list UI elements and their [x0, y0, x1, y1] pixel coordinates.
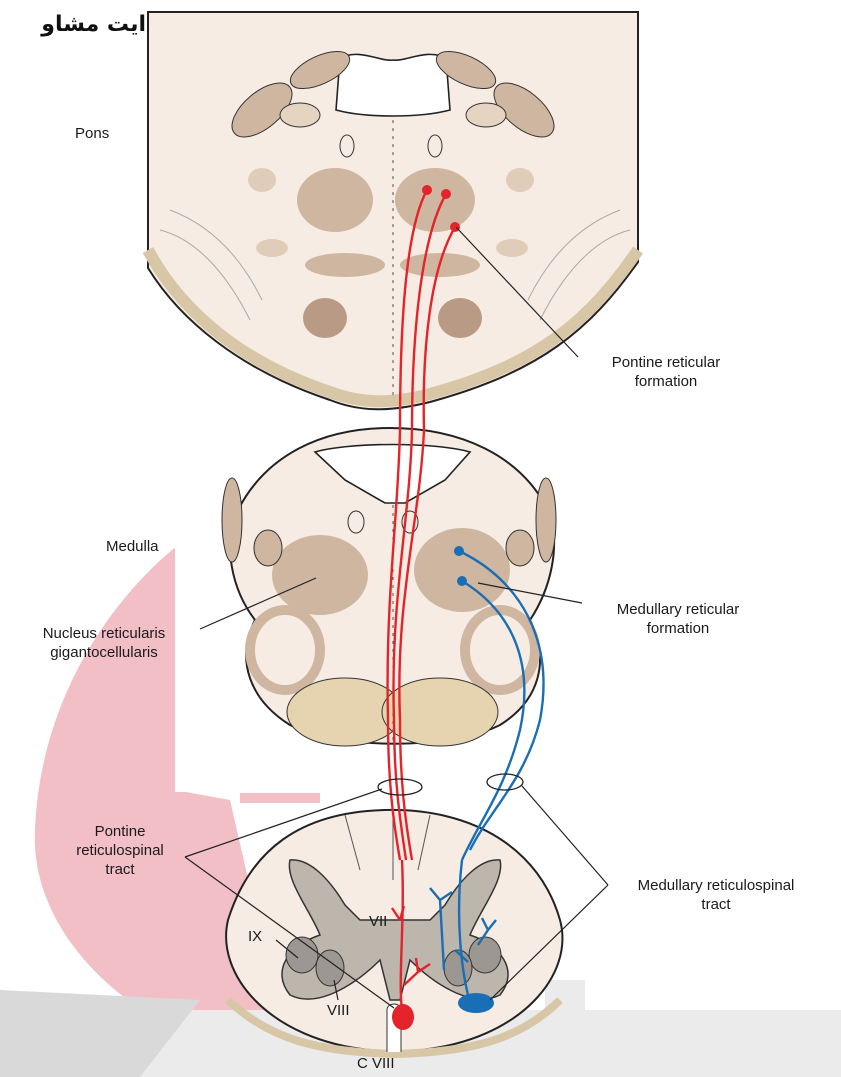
label-pons: Pons [75, 124, 109, 143]
label-pontine-reticulospinal-tract-line3: tract [58, 860, 182, 879]
medulla-nucleus-right [414, 528, 510, 612]
lamina-label-vii: VII [369, 913, 387, 930]
pons-section [148, 12, 638, 409]
label-pontine-reticulospinal-tract-line1: Pontine [58, 822, 182, 841]
label-nucleus-reticularis: Nucleus reticularis gigantocellularis [6, 624, 202, 662]
label-medulla: Medulla [106, 537, 159, 556]
medulla-colliculus-left [348, 511, 364, 533]
pontine-cell-2 [441, 189, 451, 199]
label-pontine-reticulospinal-tract: Pontine reticulospinal tract [58, 822, 182, 879]
label-medullary-reticulospinal-tract-line2: tract [600, 895, 832, 914]
background-pink-strip [240, 793, 320, 803]
label-pontine-reticular-formation-line1: Pontine reticular [578, 353, 754, 372]
medulla-lateral-right [536, 478, 556, 562]
label-pontine-reticular-formation-line2: formation [578, 372, 754, 391]
pons-band-left [305, 253, 385, 277]
label-medullary-reticular-formation: Medullary reticular formation [588, 600, 768, 638]
pons-colliculus-left [340, 135, 354, 157]
label-medullary-reticular-formation-line2: formation [588, 619, 768, 638]
pons-nucleus-left [297, 168, 373, 232]
medullary-cell-2 [457, 576, 467, 586]
medulla-small-left [254, 530, 282, 566]
lamina-ix-right [469, 937, 501, 973]
pons-ventricle [336, 54, 450, 116]
pons-peduncle-left-3 [280, 103, 320, 127]
pons-basis-right [438, 298, 482, 338]
label-medullary-reticular-formation-line1: Medullary reticular [588, 600, 768, 619]
watermark-text: ایت مشاو [0, 12, 146, 37]
medulla-section [175, 420, 610, 792]
medullary-terminal [458, 993, 494, 1013]
pons-peduncle-right-3 [466, 103, 506, 127]
lamina-label-ix: IX [248, 928, 262, 945]
lamina-label-viii: VIII [327, 1002, 350, 1019]
label-pontine-reticulospinal-tract-line2: reticulospinal [58, 841, 182, 860]
label-medullary-reticulospinal-tract: Medullary reticulospinal tract [600, 876, 832, 914]
lamina-ix-left [286, 937, 318, 973]
label-level-c-viii: C VIII [357, 1054, 395, 1073]
label-medullary-reticulospinal-tract-line1: Medullary reticulospinal [600, 876, 832, 895]
label-nucleus-reticularis-line1: Nucleus reticularis [6, 624, 202, 643]
medullary-cell-1 [454, 546, 464, 556]
pons-basis-left [303, 298, 347, 338]
pons-small-right-2 [496, 239, 528, 257]
pons-small-left [248, 168, 276, 192]
medulla-small-right [506, 530, 534, 566]
label-pontine-reticular-formation: Pontine reticular formation [578, 353, 754, 391]
lamina-ix-right-2 [444, 950, 472, 986]
pontine-cell-1 [422, 185, 432, 195]
pons-small-right [506, 168, 534, 192]
pontine-terminal [392, 1004, 414, 1030]
medulla-nucleus-left [272, 535, 368, 615]
pons-small-left-2 [256, 239, 288, 257]
medulla-lateral-left [222, 478, 242, 562]
label-nucleus-reticularis-line2: gigantocellularis [6, 643, 202, 662]
pons-colliculus-right [428, 135, 442, 157]
